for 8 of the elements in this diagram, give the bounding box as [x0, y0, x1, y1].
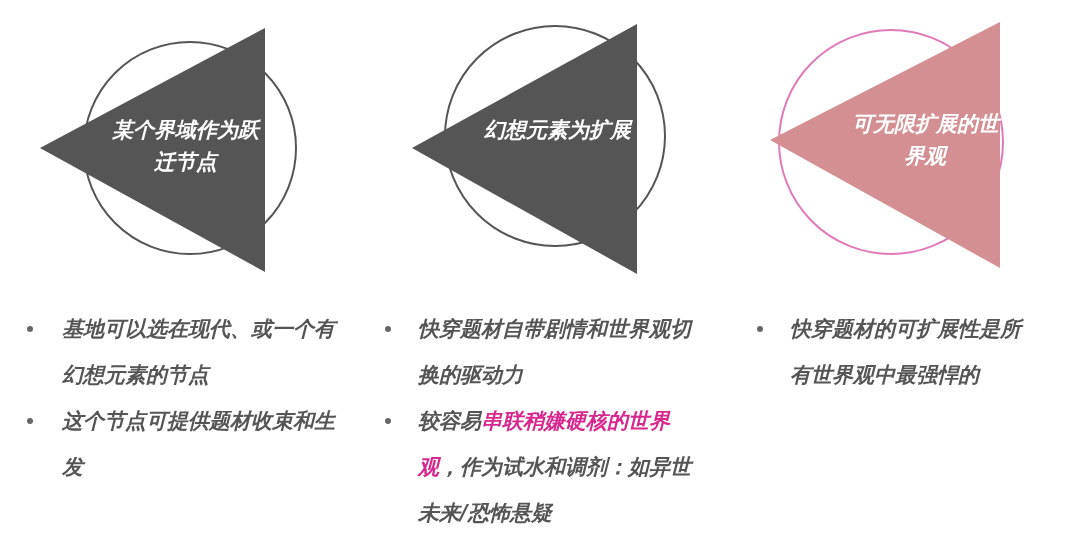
node-label: 可无限扩展的世界观 [850, 108, 1000, 172]
node-label: 幻想元素为扩展 [482, 117, 632, 144]
bullet-text: 快穿题材自带剧情和世界观切换的驱动力 [418, 316, 694, 389]
bullet-text: 基地可以选在现代、或一个有幻想元素的节点 [62, 306, 352, 398]
bullet-text: 快穿题材的可扩展性是所有世界观中最强悍的 [790, 306, 1040, 398]
bullet-text: 较容易串联稍嫌硬核的世界观，作为试水和调剂：如异世未来/恐怖悬疑 [418, 398, 708, 536]
node-label: 某个界域作为跃迁节点 [110, 117, 260, 176]
bullet-text: 这个节点可提供题材收束和生发 [62, 408, 337, 481]
